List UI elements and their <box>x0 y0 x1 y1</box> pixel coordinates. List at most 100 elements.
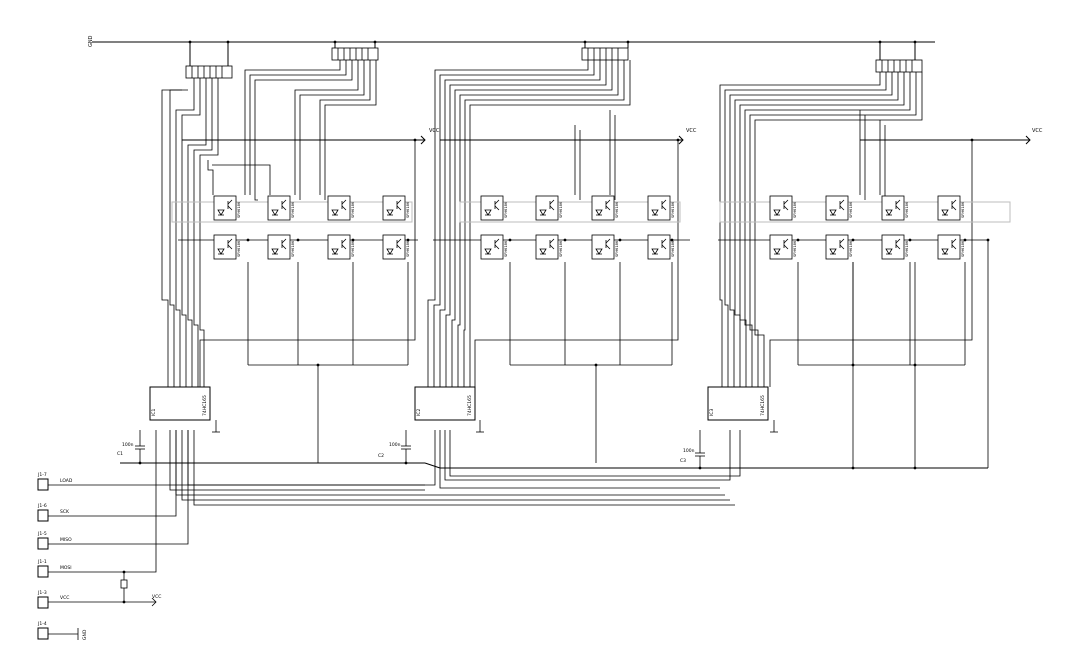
junction-dot <box>563 238 567 242</box>
phototransistor-symbol <box>605 238 611 250</box>
connector-pin-load: J1-7 LOAD <box>37 472 425 491</box>
led-symbol <box>885 209 893 216</box>
gnd-bus <box>120 240 989 469</box>
optocoupler-part-label: SFH6186 <box>615 201 619 218</box>
ic3-part: 74HC165 <box>760 395 766 416</box>
optocoupler: SFH6186 <box>825 195 853 221</box>
junction-dot <box>594 363 598 367</box>
optocoupler-part-label: SFH6186 <box>905 201 909 218</box>
optocoupler: SFH6186 <box>535 195 563 221</box>
junction-dot <box>316 363 320 367</box>
optocoupler: SFH6186 <box>267 234 295 260</box>
junction-dot <box>796 238 800 242</box>
junction-dot <box>963 238 967 242</box>
optocoupler: SFH6186 <box>382 234 410 260</box>
led-symbol <box>217 248 225 255</box>
junction-dot <box>351 238 355 242</box>
junction-dot <box>626 40 630 44</box>
phototransistor-symbol <box>227 238 233 250</box>
junction-dot <box>188 40 192 44</box>
pin-vcc-rail-label: VCC <box>152 594 161 600</box>
optocoupler-body <box>535 234 559 260</box>
junction-dot <box>913 363 917 367</box>
wire-harness-section-3 <box>719 72 973 468</box>
junction-dot <box>698 466 702 470</box>
connector-pin-sck: J1-6 SCK <box>37 430 177 522</box>
pin-miso-label: MISO <box>60 537 72 543</box>
led-symbol <box>941 209 949 216</box>
optocoupler: SFH6186 <box>825 234 853 260</box>
resistor-network-2 <box>331 42 379 61</box>
top-gnd-label: GND <box>88 35 94 47</box>
connector-pin-miso: J1-5 MISO <box>37 430 189 550</box>
junction-dot <box>851 363 855 367</box>
phototransistor-symbol <box>281 238 287 250</box>
optocoupler: SFH6186 <box>327 195 355 221</box>
optocoupler-part-label: SFH6186 <box>406 240 410 257</box>
phototransistor-symbol <box>494 238 500 250</box>
junction-dot <box>373 40 377 44</box>
optocoupler-part-label: SFH6186 <box>849 240 853 257</box>
capacitor-3: 100n C3 <box>680 430 705 468</box>
optocoupler: SFH6186 <box>480 195 508 221</box>
junction-dot <box>122 570 126 574</box>
optocoupler-body <box>267 195 291 221</box>
junction-dot <box>851 238 855 242</box>
led-symbol <box>386 248 394 255</box>
top-gnd-rail: GND <box>88 35 935 47</box>
ic1-part: 74HC165 <box>202 395 208 416</box>
optocoupler-body <box>480 195 504 221</box>
optocoupler-body <box>825 234 849 260</box>
optocoupler-body <box>937 234 961 260</box>
optocoupler-body <box>213 195 237 221</box>
junction-dot <box>296 238 300 242</box>
led-symbol <box>595 248 603 255</box>
junction-dot <box>333 40 337 44</box>
shift-register-3: IC3 74HC165 <box>707 386 778 433</box>
optocoupler-body <box>591 234 615 260</box>
optocoupler: SFH6186 <box>267 195 295 221</box>
phototransistor-symbol <box>951 199 957 211</box>
led-symbol <box>331 209 339 216</box>
optocoupler: SFH6186 <box>647 234 675 260</box>
optocoupler: SFH6186 <box>591 234 619 260</box>
ic2-part: 74HC165 <box>467 395 473 416</box>
optocoupler-part-label: SFH6186 <box>671 240 675 257</box>
junction-dot <box>138 461 142 465</box>
connector-pin-mosi: J1-1 MOSI <box>37 430 157 578</box>
optocoupler-body <box>881 195 905 221</box>
optocoupler-body <box>480 234 504 260</box>
junction-dot <box>406 238 410 242</box>
optocoupler-body <box>647 234 671 260</box>
phototransistor-symbol <box>661 199 667 211</box>
pin-sck-num: J1-6 <box>37 503 47 509</box>
optocoupler: SFH6186 <box>937 195 965 221</box>
junction-dot <box>670 238 674 242</box>
vcc-label-2: VCC <box>686 128 697 134</box>
optocoupler-part-label: SFH6186 <box>504 240 508 257</box>
led-symbol <box>595 209 603 216</box>
optocoupler-part-label: SFH6186 <box>351 240 355 257</box>
optocoupler-part-label: SFH6186 <box>559 201 563 218</box>
optocoupler-part-label: SFH6186 <box>793 201 797 218</box>
led-symbol <box>773 209 781 216</box>
led-symbol <box>773 248 781 255</box>
optocoupler-part-label: SFH6186 <box>291 201 295 218</box>
optocoupler-part-label: SFH6186 <box>559 240 563 257</box>
junction-dot <box>676 138 680 142</box>
optocoupler-body <box>213 234 237 260</box>
phototransistor-symbol <box>839 238 845 250</box>
phototransistor-symbol <box>783 238 789 250</box>
phototransistor-symbol <box>227 199 233 211</box>
led-symbol <box>829 248 837 255</box>
phototransistor-symbol <box>951 238 957 250</box>
ic2-ref: IC2 <box>416 409 422 416</box>
junction-dot <box>226 40 230 44</box>
pin-miso-num: J1-5 <box>37 531 47 537</box>
c2-ref: C2 <box>378 453 384 459</box>
optocoupler-part-label: SFH6186 <box>237 240 241 257</box>
optocoupler-body <box>267 234 291 260</box>
led-symbol <box>651 248 659 255</box>
led-symbol <box>484 248 492 255</box>
